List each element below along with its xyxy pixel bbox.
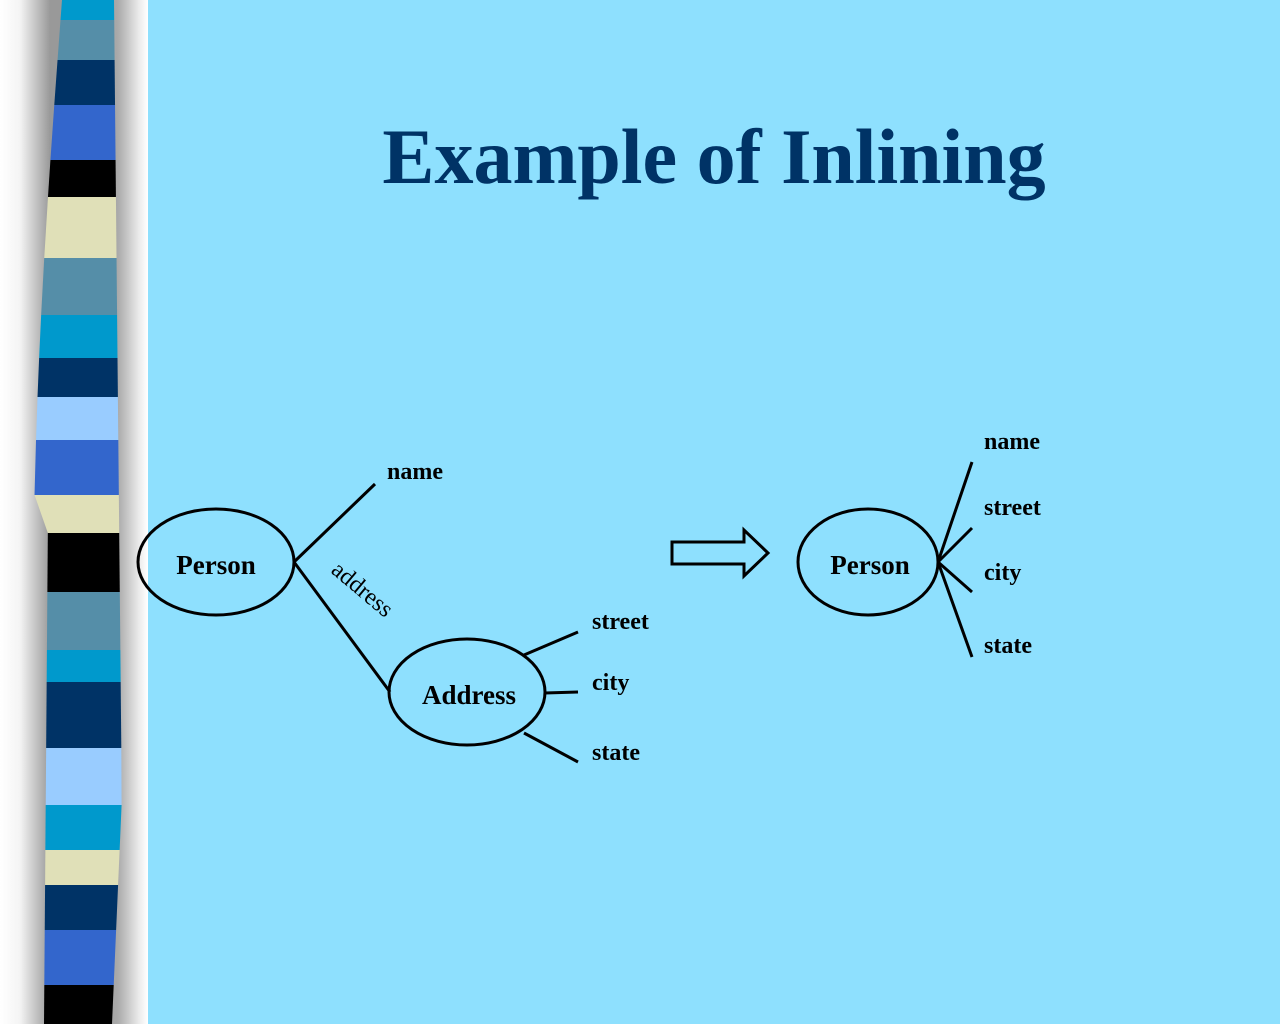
stripe-band	[57, 20, 115, 60]
address-label: Address	[422, 680, 516, 710]
address-edge	[292, 561, 392, 693]
attr-city-left: city	[592, 670, 629, 696]
stripe-band	[36, 397, 119, 440]
edge-label-address: address	[326, 557, 398, 623]
stripe-band	[41, 258, 118, 315]
attr-state-right: state	[984, 633, 1032, 659]
decorative-stripe-bar	[34, 0, 122, 1024]
stripe-band	[54, 60, 116, 105]
attr-city-right: city	[984, 560, 1021, 586]
stripe-band	[44, 197, 117, 258]
stripe-band	[47, 160, 116, 197]
stripe-band	[50, 105, 116, 160]
stripe-band	[47, 533, 120, 592]
person-label-left: Person	[176, 550, 255, 580]
transform-arrow-icon	[670, 526, 771, 580]
attr-name-right: name	[984, 429, 1040, 455]
stripe-band	[34, 495, 120, 533]
slide-title: Example of Inlining	[382, 113, 1046, 200]
stripe-band	[39, 315, 118, 358]
stripe-band	[34, 440, 119, 495]
attr-street-left: street	[592, 609, 649, 635]
stripe-band	[37, 358, 118, 397]
stripe-band	[46, 682, 122, 748]
attr-name-left: name	[387, 459, 443, 485]
attr-street-right: street	[984, 495, 1041, 521]
stripe-band	[45, 850, 120, 885]
stripe-band	[46, 650, 121, 682]
stripe-band	[44, 930, 117, 985]
stripe-band	[45, 748, 122, 805]
stripe-band	[60, 0, 115, 20]
stripe-band	[44, 985, 114, 1024]
stripe-band	[46, 592, 121, 650]
attr-state-left: state	[592, 740, 640, 766]
stripe-band	[45, 805, 122, 850]
person-label-right: Person	[830, 550, 909, 580]
stripe-band	[44, 885, 119, 930]
